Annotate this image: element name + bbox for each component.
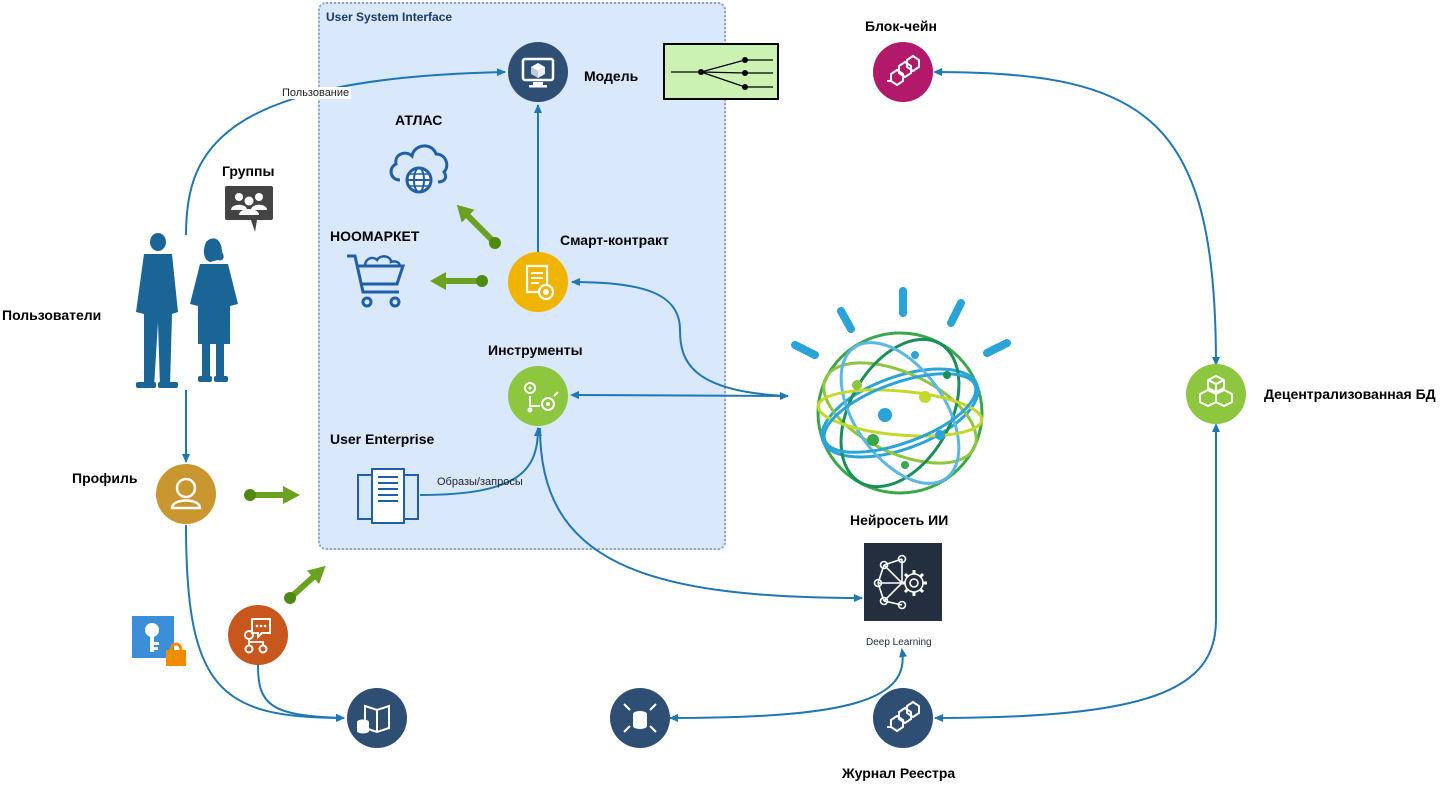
edge-server-tools (419, 427, 542, 496)
tools-label: Инструменты (488, 342, 583, 358)
edge-label-images-requests: Образы/запросы (437, 476, 523, 488)
people-icon[interactable] (130, 232, 245, 392)
book-database-icon[interactable] (347, 688, 407, 748)
green-arrow-atlas (456, 204, 501, 249)
edge-tools-ai (570, 391, 789, 400)
decision-tree-icon[interactable] (663, 43, 779, 100)
groups-label: Группы (222, 163, 275, 179)
shopping-cart-icon[interactable] (343, 250, 407, 310)
registry-log-icon[interactable] (873, 688, 933, 748)
group-chat-icon[interactable] (225, 186, 275, 234)
edge-ai-contract (571, 278, 789, 397)
tools-icon[interactable] (508, 366, 568, 426)
blockchain-cubes-icon[interactable] (873, 42, 933, 102)
edge-tools-deeplearning (539, 427, 863, 602)
user-enterprise-label: User Enterprise (330, 431, 435, 447)
collaboration-icon[interactable] (228, 605, 288, 665)
deep-learning-icon[interactable] (864, 543, 942, 621)
model-label: Модель (584, 68, 639, 84)
neural-net-label: Нейросеть ИИ (850, 512, 949, 528)
edge-users-model (185, 68, 506, 236)
green-arrow-profile (244, 486, 300, 504)
cloud-globe-icon[interactable] (386, 138, 452, 196)
edge-blockchain-ddb (933, 68, 1220, 366)
users-label: Пользователи (2, 307, 102, 323)
database-sync-icon[interactable] (610, 688, 670, 748)
smart-contract-label: Смарт-контракт (560, 232, 669, 248)
monitor-icon[interactable] (508, 42, 568, 102)
deep-learning-label: Deep Learning (866, 637, 932, 648)
green-arrow-collab (284, 565, 326, 604)
registry-log-label: Журнал Реестра (842, 765, 956, 781)
server-rack-icon[interactable] (357, 467, 419, 525)
decentralized-db-label: Децентрализованная БД (1264, 386, 1436, 402)
ai-sphere-icon[interactable] (785, 285, 1015, 505)
certificate-icon[interactable] (508, 252, 568, 312)
noomarket-label: НООМАРКЕТ (330, 228, 420, 244)
edge-deeplearning-dbsync (669, 648, 908, 722)
decentralized-cubes-icon[interactable] (1186, 364, 1246, 424)
green-arrow-market (430, 272, 488, 290)
atlas-label: АТЛАС (395, 112, 443, 128)
edge-label-usage: Пользование (280, 87, 352, 99)
user-profile-icon[interactable] (156, 464, 216, 524)
panel-title: User System Interface (326, 10, 453, 24)
edge-collab-bookdb (257, 664, 345, 722)
green-arrows (244, 204, 501, 604)
edge-ddb-registry (934, 423, 1220, 722)
key-lock-icon[interactable] (132, 616, 188, 668)
profile-label: Профиль (72, 470, 138, 486)
edge-profile-bookdb (185, 524, 345, 722)
blockchain-label: Блок-чейн (865, 18, 937, 34)
